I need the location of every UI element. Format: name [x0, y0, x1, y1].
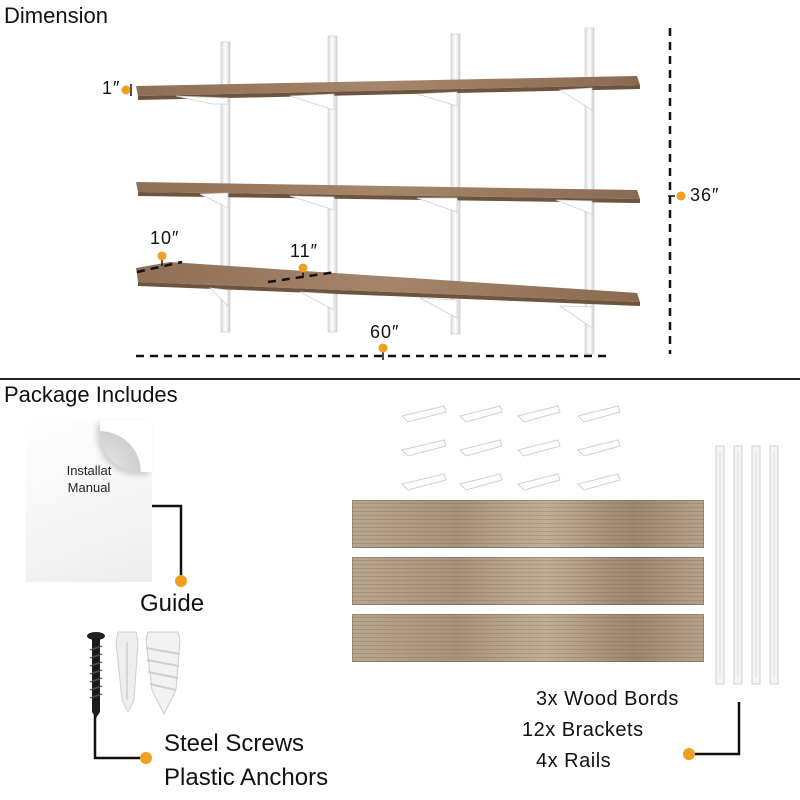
callout-lines	[93, 504, 741, 764]
section-divider	[0, 378, 800, 380]
height-label: 36″	[690, 185, 720, 205]
width-label: 60″	[370, 322, 400, 342]
screw-icon	[87, 632, 105, 718]
dimension-dots	[121, 85, 686, 353]
dimension-lines	[136, 28, 672, 358]
depth-label: 10″	[150, 228, 180, 248]
shelf-bottom	[136, 262, 640, 306]
screws-label: Steel Screws	[164, 730, 305, 757]
rails-image	[715, 445, 779, 685]
dimension-title: Dimension	[4, 3, 108, 28]
manual-line-2: Manual	[67, 480, 111, 495]
anchor-icon-small	[115, 631, 139, 714]
brackets-image	[401, 405, 621, 491]
shelf-dimension-illustration	[121, 27, 686, 360]
bracket-label: 11″	[290, 241, 319, 261]
wood-board-3	[352, 614, 704, 662]
package-item-brackets: 12x Brackets	[522, 719, 644, 741]
wood-board-1	[352, 500, 704, 548]
thickness-label: 1″	[102, 78, 121, 98]
wood-board-2	[352, 557, 704, 605]
shelf-top	[136, 76, 640, 100]
package-title: Package Includes	[4, 382, 178, 407]
shelf-brackets	[175, 87, 593, 329]
manual-line-1: Installat	[66, 463, 112, 478]
shelf-middle	[136, 182, 640, 203]
anchors-label: Plastic Anchors	[164, 764, 329, 791]
package-item-rails: 4x Rails	[536, 750, 612, 772]
package-item-boards: 3x Wood Bords	[536, 688, 679, 710]
manual-text: Installat Manual	[26, 462, 152, 496]
screws-anchors-image	[87, 631, 181, 718]
anchor-icon-large	[145, 631, 181, 716]
guide-label: Guide	[140, 590, 205, 617]
